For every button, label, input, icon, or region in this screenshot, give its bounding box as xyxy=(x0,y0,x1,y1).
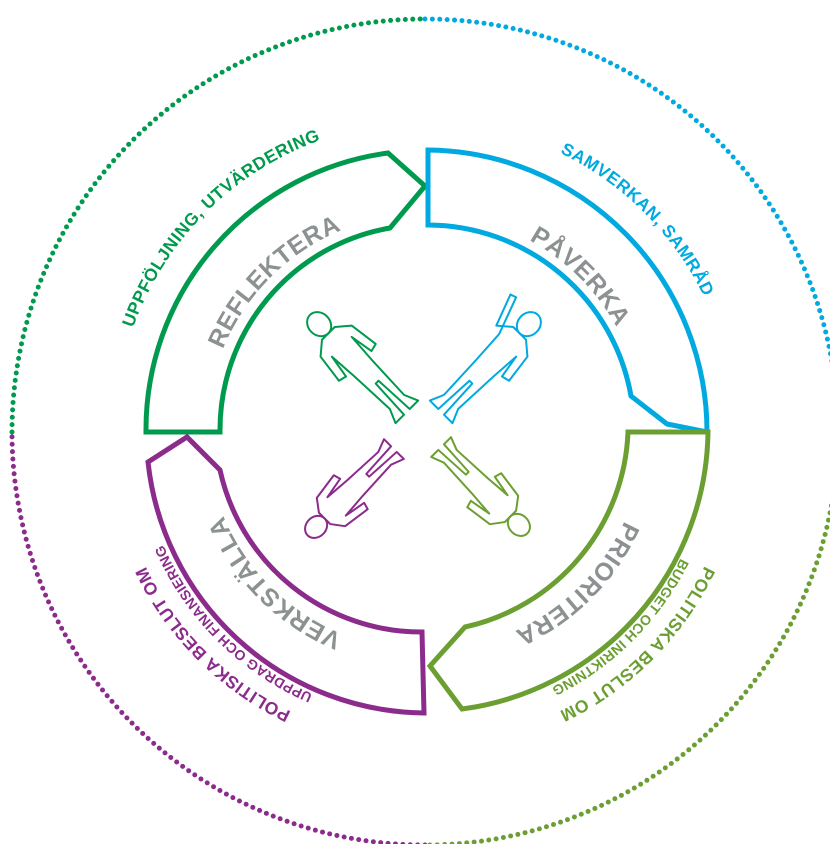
person-figure-top-left xyxy=(306,311,420,425)
stage-label-paverka: PÅVERKA xyxy=(526,221,636,331)
person-figure-top-right xyxy=(428,293,542,425)
outer-ring-olive xyxy=(422,498,830,844)
person-figure-bottom-right xyxy=(430,436,531,537)
stage-arrow-paverka xyxy=(425,147,710,436)
outer-ring-green xyxy=(9,16,428,435)
outer-label-uppfoljning: UPPFÖLJNING, UTVÄRDERING xyxy=(118,125,323,330)
person-figure-bottom-left xyxy=(304,438,405,539)
outer-ring-purple xyxy=(9,429,428,844)
stage-arrow-prioritera xyxy=(426,429,711,712)
stage-arrow-verkstalla xyxy=(145,433,427,716)
stage-label-reflektera: REFLEKTERA xyxy=(203,210,345,352)
outer-ring-blue xyxy=(422,16,830,366)
stage-arrow-reflektera xyxy=(143,150,429,435)
